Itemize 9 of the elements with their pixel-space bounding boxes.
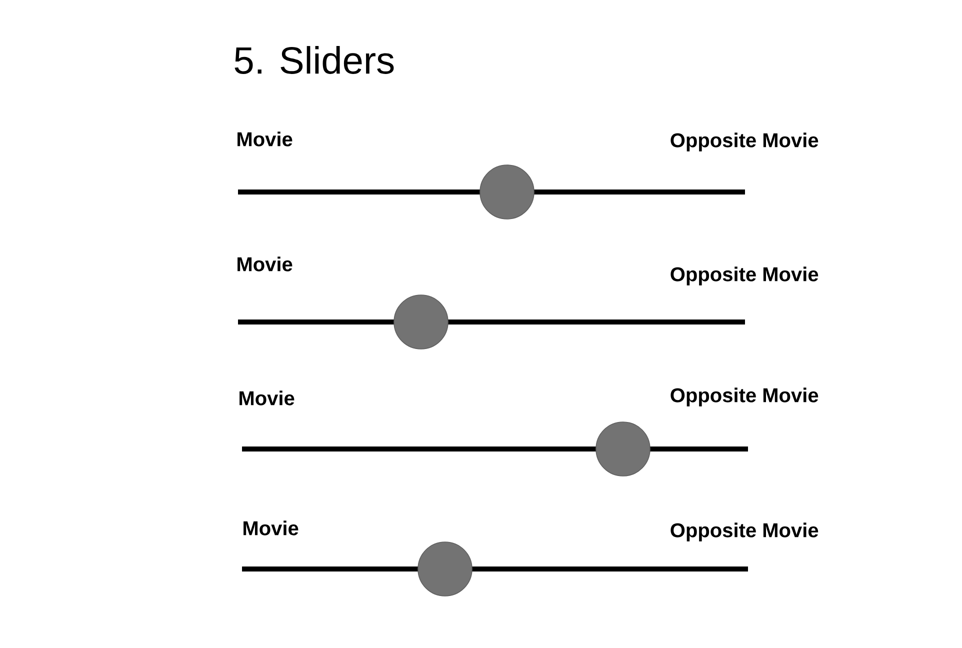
slider-label: Opposite Movie: [670, 132, 818, 152]
slider-label: Movie: [240, 390, 294, 406]
slider-label: Opposite Movie: [670, 266, 818, 286]
slider-label: Opposite Movie: [670, 388, 818, 406]
page-title: 5. Sliders: [234, 46, 394, 74]
slider-label: Movie: [238, 132, 292, 146]
slider-label: Opposite Movie: [670, 522, 818, 542]
slider-label: Movie: [238, 256, 292, 272]
slider-label: Movie: [244, 520, 298, 536]
